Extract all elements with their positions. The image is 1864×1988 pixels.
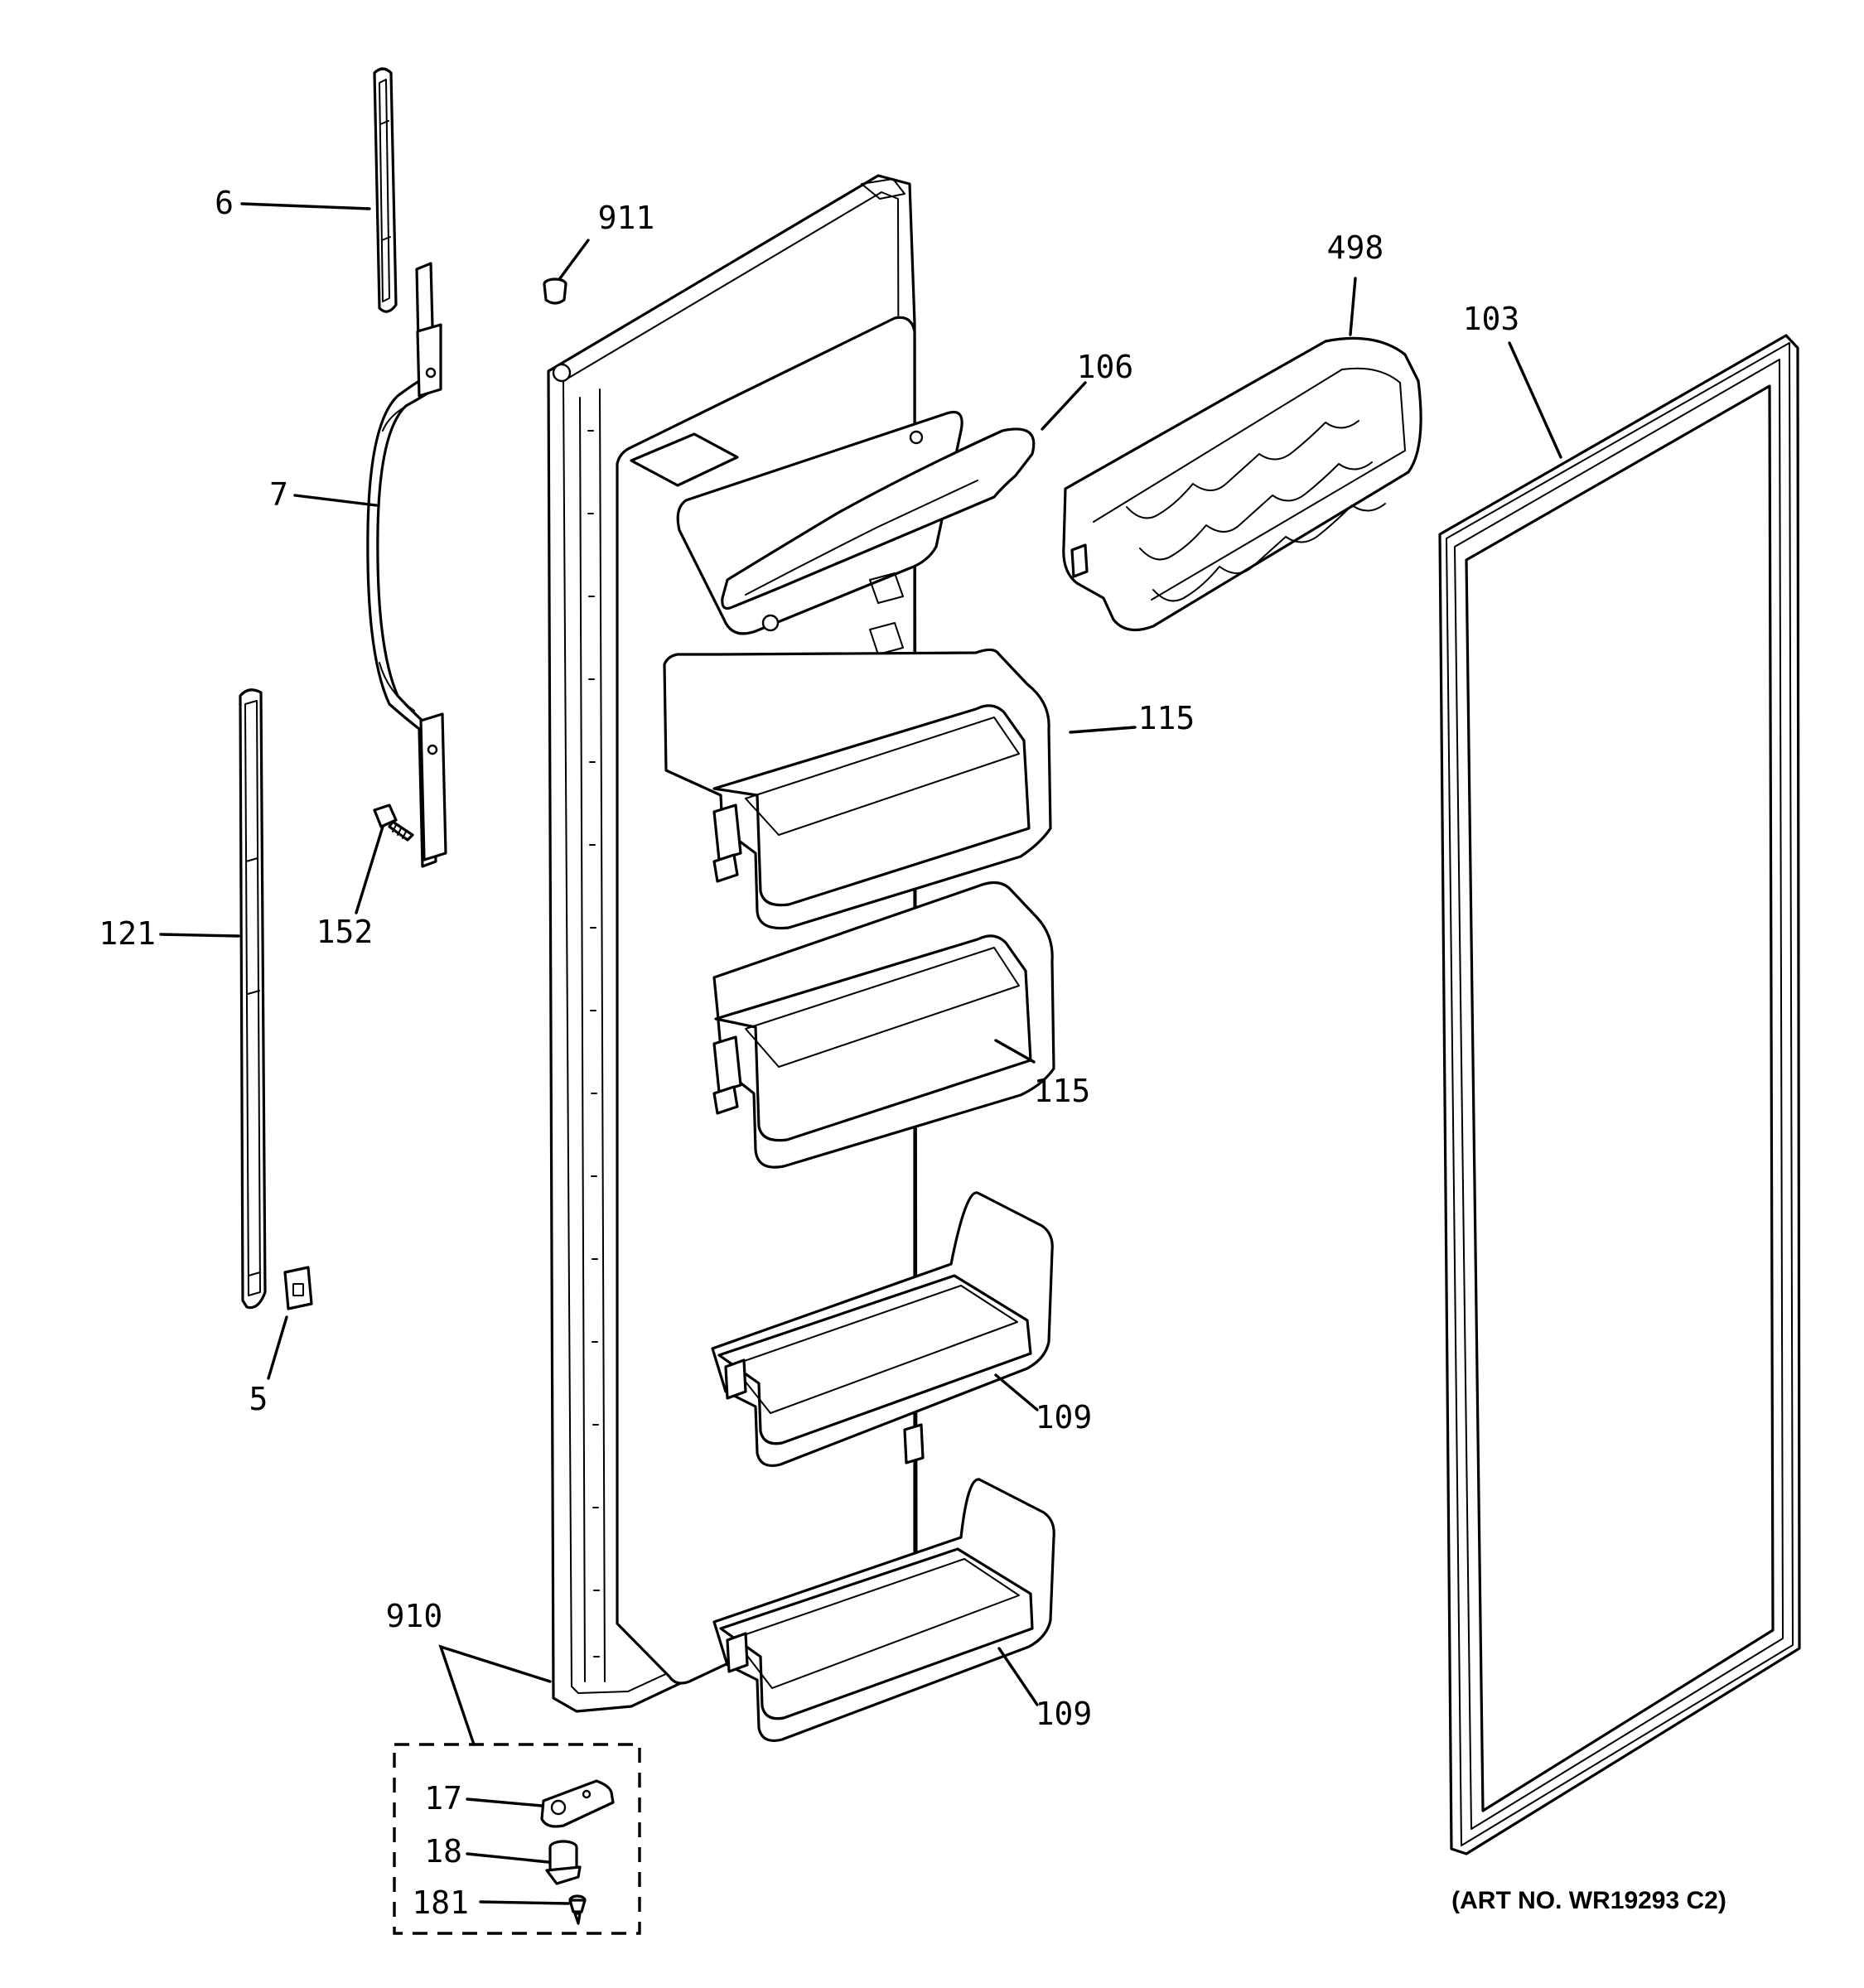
leader-121	[159, 933, 240, 938]
leader-7	[293, 494, 378, 507]
callout-6: 6	[215, 185, 234, 221]
part-121-handle-trim-lower	[239, 688, 267, 1310]
part-6-handle-trim-upper	[373, 67, 398, 313]
callout-115-lower: 115	[1034, 1073, 1091, 1109]
part-911-plug	[543, 277, 567, 305]
part-115-door-bin-lower	[712, 881, 1055, 1169]
callout-5: 5	[249, 1381, 268, 1417]
part-17-hinge-plate	[540, 1779, 615, 1828]
leader-910	[438, 1644, 552, 1746]
callout-18: 18	[424, 1833, 462, 1870]
leader-103	[1508, 341, 1562, 459]
callout-17: 17	[424, 1780, 462, 1817]
leader-18	[466, 1852, 550, 1864]
leader-109a	[994, 1373, 1039, 1411]
callout-109-upper: 109	[1036, 1399, 1093, 1436]
callout-labels: 6 7 121 152 5 911 106 498 103 115 115 10…	[99, 185, 1519, 1921]
leader-115b	[994, 1039, 1036, 1064]
callout-911: 911	[598, 200, 655, 236]
leader-115a	[1069, 726, 1137, 734]
callout-115-upper: 115	[1138, 700, 1195, 736]
callout-910: 910	[386, 1598, 443, 1634]
leader-lines	[159, 202, 1562, 1905]
leader-181	[479, 1900, 570, 1905]
callout-106: 106	[1077, 349, 1134, 385]
leader-911	[558, 239, 590, 280]
leader-152	[355, 825, 384, 914]
leader-109b	[997, 1647, 1039, 1706]
art-number: (ART NO. WR19293 C2)	[1451, 1887, 1726, 1914]
part-115-door-bin-upper	[663, 648, 1052, 930]
leader-17	[466, 1797, 543, 1807]
part-181-hinge-screw	[568, 1894, 587, 1925]
part-18-hinge-bushing	[545, 1840, 582, 1885]
leader-6	[240, 202, 371, 210]
part-103-door-gasket	[1438, 334, 1801, 1855]
part-109-gallon-bin-lower	[712, 1478, 1055, 1742]
part-7-door-handle	[366, 262, 447, 868]
part-152-screw	[373, 803, 414, 842]
callout-181: 181	[412, 1884, 469, 1921]
part-109-gallon-bin-upper	[711, 1191, 1054, 1467]
part-498-egg-tray	[1062, 336, 1422, 632]
part-5-clip	[283, 1266, 313, 1310]
callout-498: 498	[1327, 229, 1384, 266]
hinge-kit-box	[393, 1743, 641, 1935]
part-106-dairy-door	[676, 410, 1036, 655]
callout-152: 152	[316, 914, 374, 950]
callout-109-lower: 109	[1036, 1696, 1093, 1732]
callout-103: 103	[1463, 301, 1520, 337]
callout-7: 7	[269, 476, 288, 513]
callout-121: 121	[99, 915, 156, 952]
leader-106	[1041, 381, 1087, 431]
leader-5	[267, 1315, 288, 1380]
leader-498	[1349, 277, 1357, 336]
